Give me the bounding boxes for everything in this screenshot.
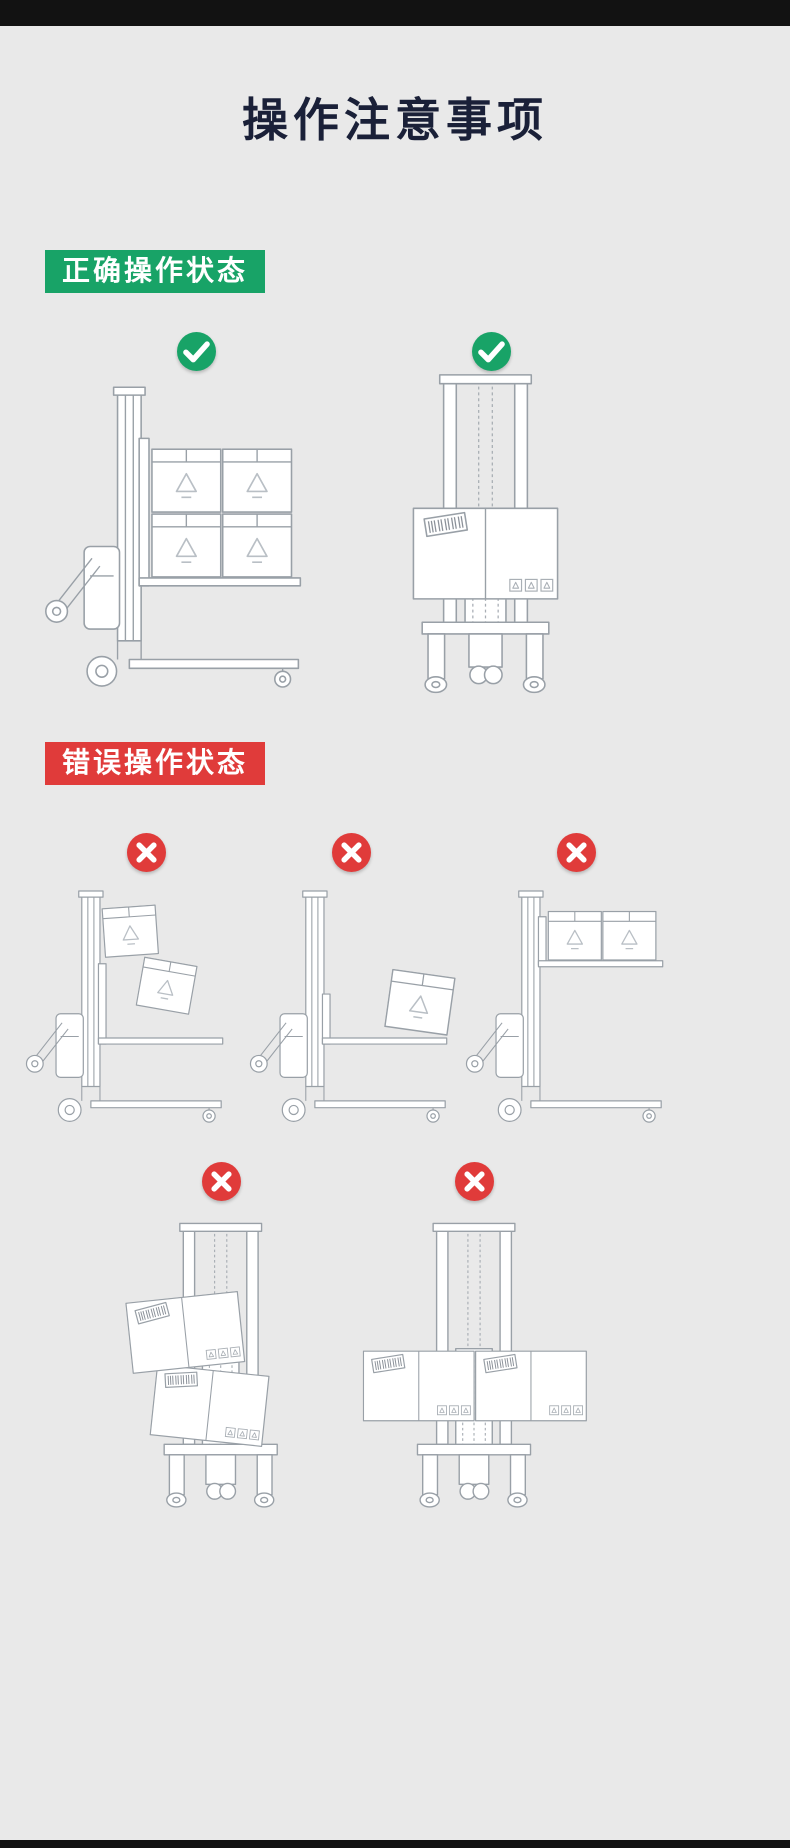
cross-circle-icon	[127, 833, 166, 872]
cardboard-box	[150, 1365, 269, 1447]
top-bar	[0, 0, 790, 26]
correct-section-label: 正确操作状态	[62, 255, 249, 286]
cross-circle-icon	[557, 833, 596, 872]
cardboard-box	[152, 514, 221, 577]
cross-icon	[341, 842, 362, 863]
cardboard-box	[363, 1351, 474, 1421]
check-circle-icon	[472, 332, 511, 371]
cardboard-box	[223, 514, 292, 577]
cross-icon	[211, 1171, 232, 1192]
fork-carriage	[97, 963, 107, 1045]
fork-carriage	[537, 916, 547, 966]
fork-carriage	[138, 437, 150, 587]
cross-circle-icon	[455, 1162, 494, 1201]
illustration-wrong-overwide-load	[348, 1220, 600, 1520]
illustration-wrong-load-too-high	[458, 888, 664, 1138]
cross-icon	[566, 842, 587, 863]
illustration-correct-front-load	[383, 371, 588, 707]
cardboard-box	[413, 508, 557, 599]
fork-carriage	[321, 993, 331, 1045]
forks	[97, 1037, 224, 1045]
forks	[537, 960, 664, 968]
cardboard-box	[102, 905, 158, 957]
cardboard-box	[152, 449, 221, 512]
check-icon	[183, 341, 210, 363]
correct-section-badge: 正确操作状态	[45, 250, 266, 293]
cardboard-box	[603, 911, 656, 959]
check-circle-icon	[177, 332, 216, 371]
cardboard-box	[136, 957, 197, 1014]
cross-icon	[464, 1171, 485, 1192]
cross-circle-icon	[332, 833, 371, 872]
cardboard-box	[385, 970, 455, 1035]
forks	[138, 577, 302, 587]
check-icon	[478, 341, 505, 363]
wrong-section-badge: 错误操作状态	[45, 742, 266, 785]
illustration-correct-side-load	[35, 383, 302, 708]
illustration-wrong-fork-tip-load	[242, 888, 462, 1138]
wrong-section-label: 错误操作状态	[62, 747, 249, 778]
cross-circle-icon	[202, 1162, 241, 1201]
cardboard-box	[126, 1292, 245, 1374]
cardboard-box	[476, 1351, 587, 1421]
illustration-wrong-tilted-stack	[86, 1220, 338, 1520]
cardboard-box	[223, 449, 292, 512]
forks	[321, 1037, 448, 1045]
bottom-bar	[0, 1840, 790, 1848]
illustration-wrong-offset-stack	[18, 888, 224, 1138]
cardboard-box	[548, 911, 601, 959]
cross-icon	[136, 842, 157, 863]
page-title: 操作注意事项	[242, 94, 548, 146]
